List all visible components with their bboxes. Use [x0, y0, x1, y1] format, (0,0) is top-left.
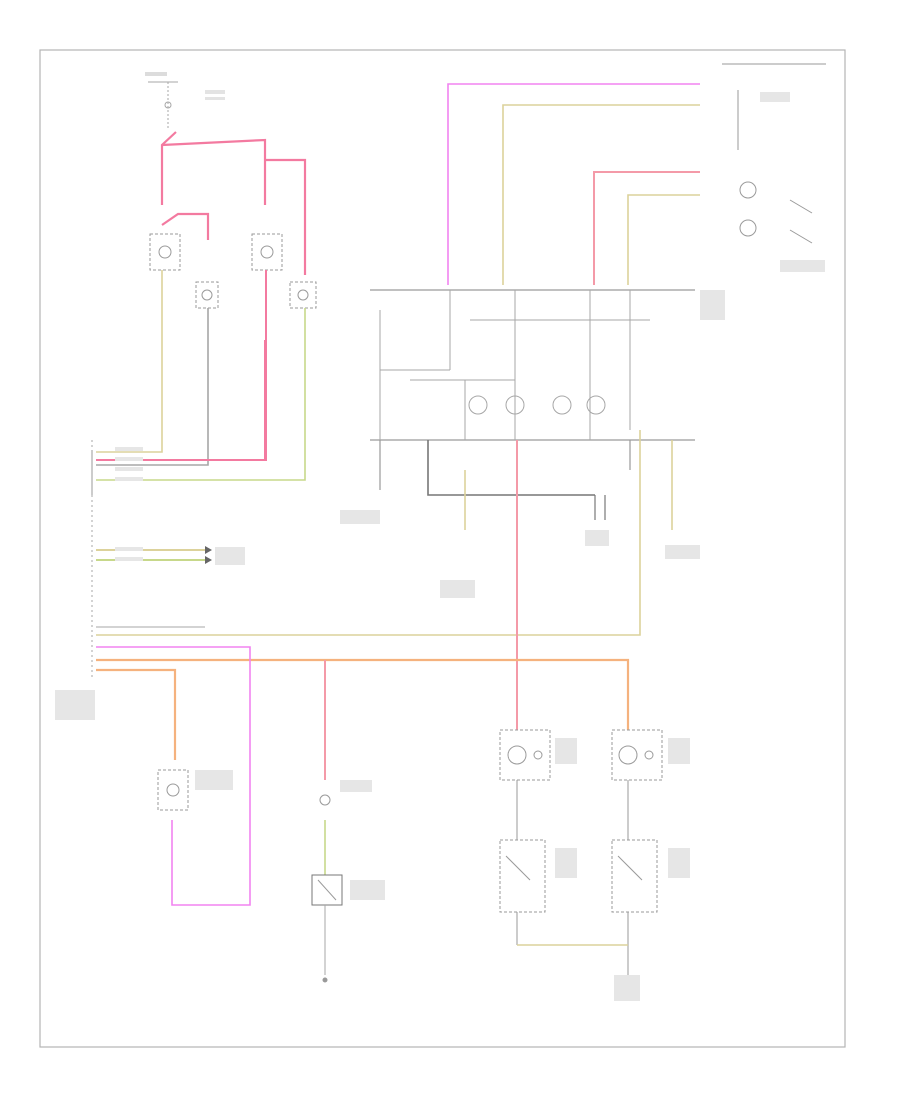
cluster-outputs — [379, 440, 673, 530]
tan-return-wire — [96, 430, 641, 636]
ground-icon — [322, 977, 328, 983]
left-door-lamp — [499, 729, 551, 781]
right-door-switch — [611, 780, 658, 980]
right-door-lamp — [611, 729, 663, 781]
fuse-box-group — [145, 72, 225, 130]
left-lamp-2 — [289, 281, 317, 309]
top-right-wires — [447, 83, 700, 285]
gauge-4-icon — [586, 395, 606, 415]
gauge-2-icon — [505, 395, 525, 415]
gauge-3-icon — [552, 395, 572, 415]
orange-wires — [96, 658, 630, 760]
mid-connector-wires — [96, 546, 212, 564]
pink-feed-wires — [160, 131, 307, 275]
left-lower-lamp — [157, 769, 189, 811]
fuse-icon — [164, 101, 172, 109]
center-switch — [311, 794, 343, 983]
left-door-switch — [499, 780, 546, 945]
gauge-1-icon — [468, 395, 488, 415]
label-placeholders — [55, 92, 825, 1001]
left-harness-wires — [96, 270, 306, 481]
diagram-frame — [39, 49, 846, 1048]
instrument-cluster — [370, 289, 695, 441]
left-lamp-1 — [195, 281, 219, 309]
top-right-switch-group — [722, 63, 826, 244]
left-relay-1 — [149, 233, 181, 271]
left-relay-2 — [251, 233, 283, 271]
magenta-loop-wire — [96, 646, 251, 906]
